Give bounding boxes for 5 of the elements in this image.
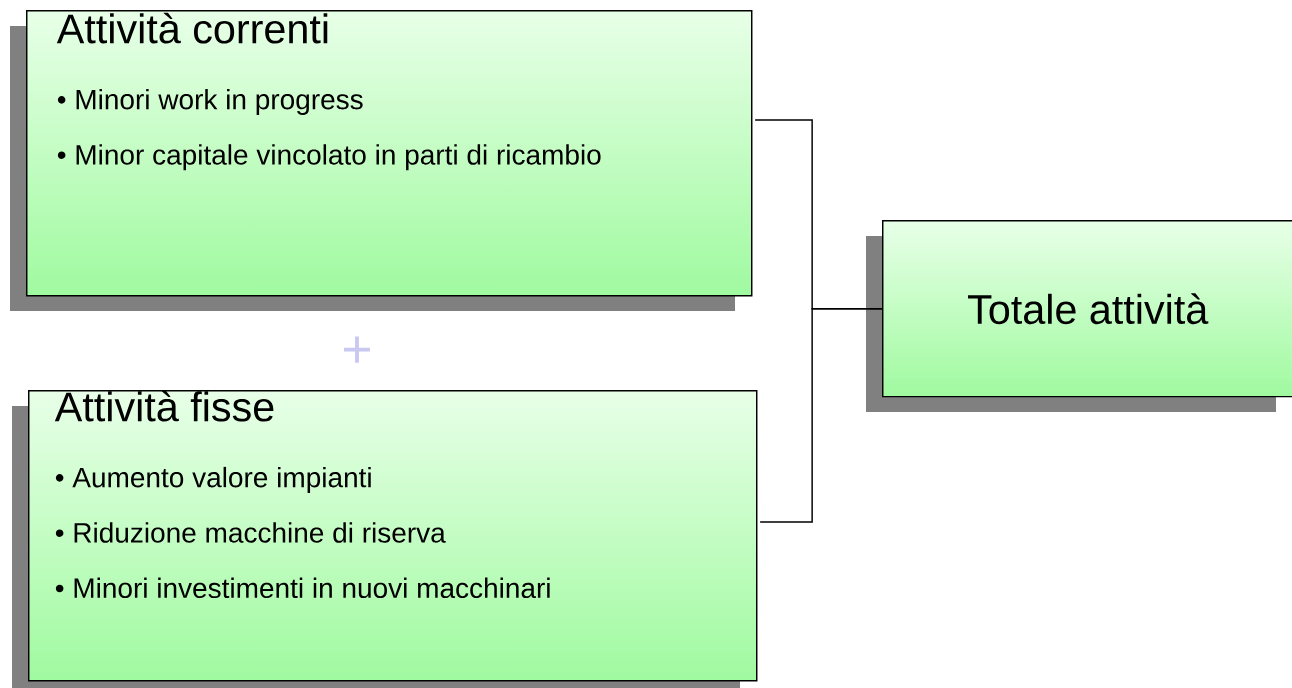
plus-sign: + bbox=[344, 336, 370, 363]
connector-line bbox=[759, 308, 883, 523]
text-box: Attività fisse • Aumento valore impianti • Riduzione macchine di riserva • Minori investimenti in nuovi macchinari bbox=[12, 390, 758, 688]
text-box: Attività correnti • Minori work in progress • Minor capitale vincolato in parti di ricambio bbox=[10, 10, 753, 311]
text-box: Totale attività bbox=[866, 220, 1292, 412]
